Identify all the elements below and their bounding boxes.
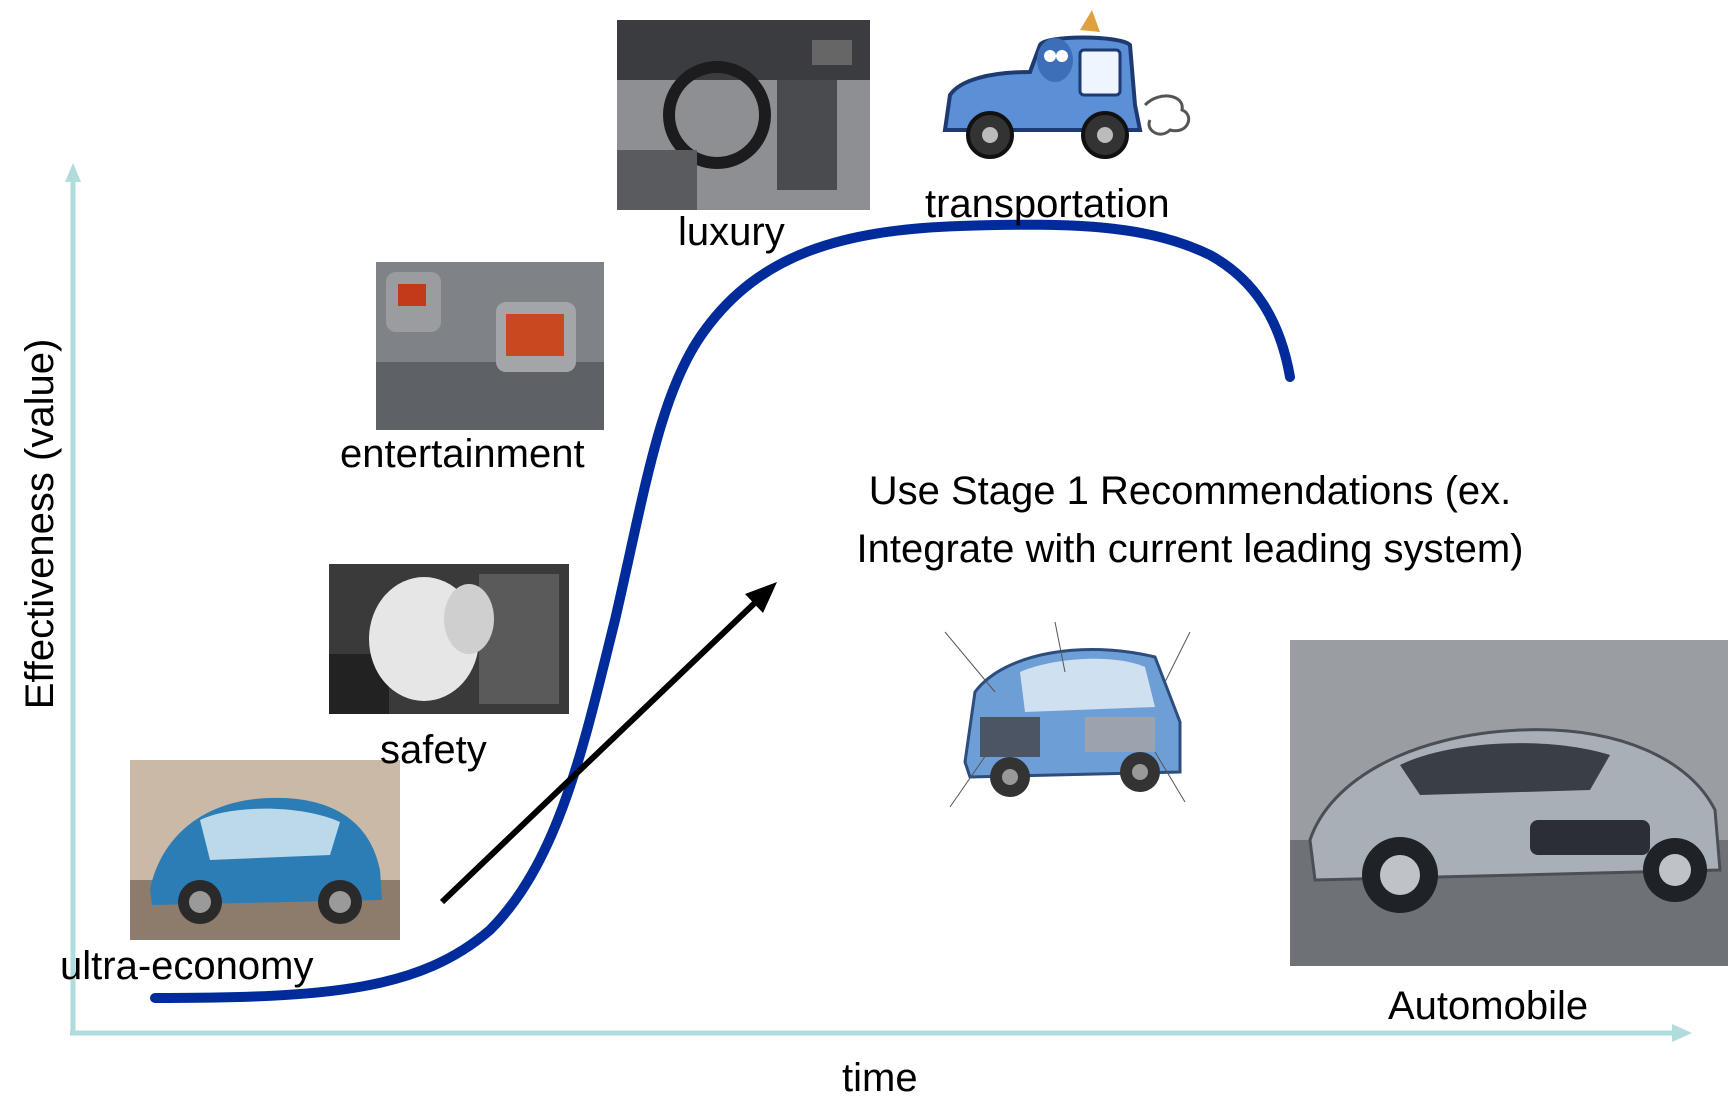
recommendation-arrowhead-icon [745, 582, 777, 613]
label-safety: safety [380, 728, 487, 772]
y-axis-label: Effectiveness (value) [18, 338, 62, 710]
safety-airbag-image [329, 564, 569, 714]
recommendation-text: Use Stage 1 Recommendations (ex. Integra… [780, 462, 1600, 578]
label-entertainment: entertainment [340, 432, 585, 476]
label-luxury: luxury [678, 210, 785, 254]
x-axis-arrowhead-icon [1672, 1024, 1692, 1042]
cutaway-car-diagram-image [935, 612, 1205, 822]
luxury-interior-image [617, 20, 870, 210]
s-curve-line [150, 219, 1295, 1003]
y-axis-arrowhead-icon [65, 163, 81, 182]
x-axis-label: time [842, 1056, 918, 1100]
label-transportation: transportation [925, 182, 1170, 226]
recommendation-arrow [439, 593, 765, 905]
automobile-sports-car-image [1290, 640, 1728, 966]
label-ultra-economy: ultra-economy [60, 944, 314, 988]
entertainment-interior-image [376, 262, 604, 430]
recommendation-line-1: Use Stage 1 Recommendations (ex. [868, 469, 1512, 513]
transportation-cartoon-car-image [930, 10, 1200, 170]
label-automobile: Automobile [1388, 984, 1589, 1028]
recommendation-line-2: Integrate with current leading system) [856, 527, 1524, 571]
ultra-economy-car-image [130, 760, 400, 940]
